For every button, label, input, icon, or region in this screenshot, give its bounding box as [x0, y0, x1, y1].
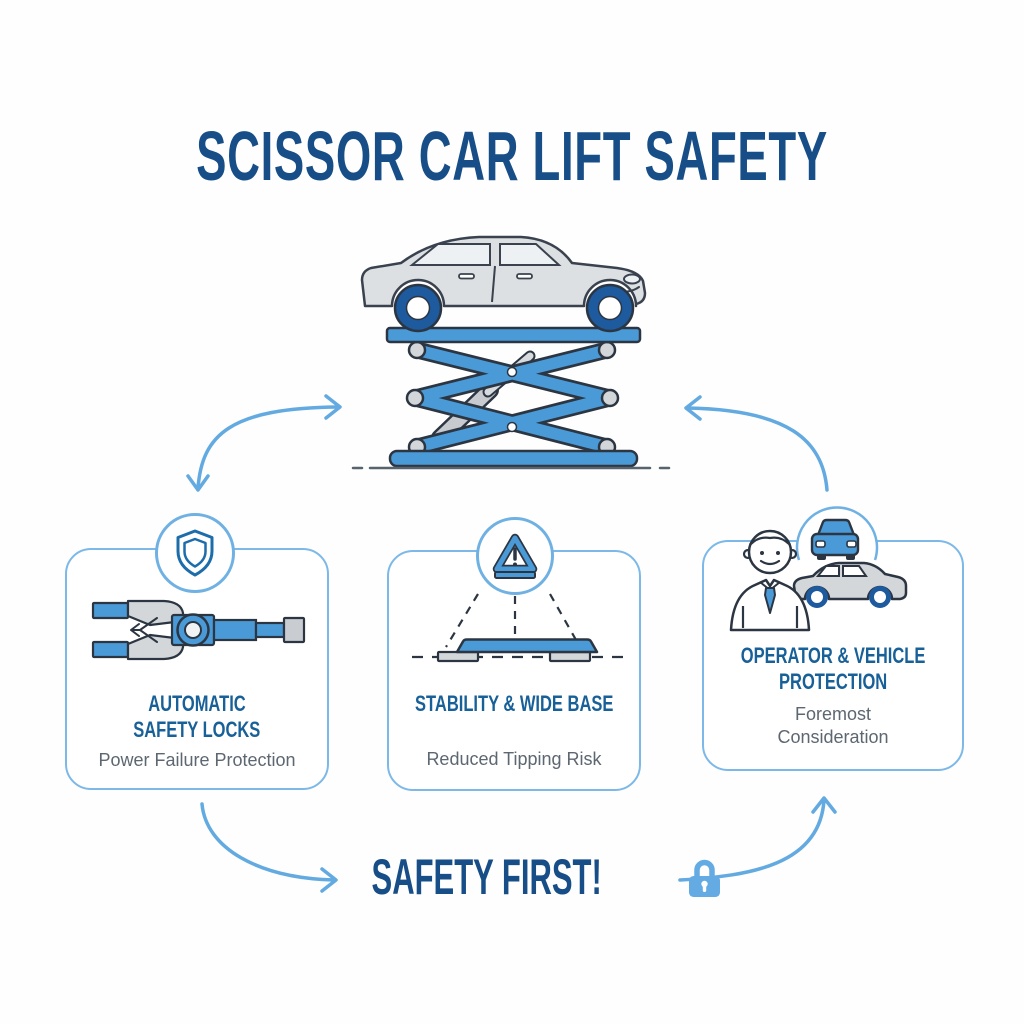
tie [764, 587, 776, 614]
halo-arc [795, 506, 879, 561]
footer-banner: SAFETY FIRST! [0, 848, 1024, 906]
card-heading-line: PROTECTION [778, 669, 888, 694]
vehicle-front-icon [810, 518, 860, 560]
operator-vehicle-illustration [729, 506, 908, 632]
release-arrow-icon [130, 617, 158, 643]
curved-arrow-locks-to-safety-icon [200, 802, 338, 893]
shield-icon [176, 529, 214, 577]
warning-badge [476, 517, 554, 595]
lock-icon [689, 859, 721, 897]
curved-arrow-protection-to-lift-icon [684, 395, 829, 492]
stability-base-icon [412, 593, 628, 663]
card-heading-line: STABILITY & WIDE BASE [414, 691, 614, 716]
stability-guide-lines [445, 593, 581, 648]
scissor-lift-illustration [351, 235, 671, 470]
card-subtext: Foremost [794, 704, 872, 724]
card-subtext: Consideration [777, 727, 889, 747]
card-subtext: Power Failure Protection [98, 750, 296, 770]
scissor-arms-icon [405, 340, 620, 457]
curved-arrow-lift-to-locks-icon [186, 394, 342, 492]
lifted-car-icon [360, 235, 647, 333]
lift-platform [385, 326, 642, 344]
vehicle-side-icon [792, 561, 908, 608]
warning-triangle-icon [492, 533, 538, 579]
card-heading-line: SAFETY LOCKS [133, 717, 261, 742]
shield-badge [155, 513, 235, 593]
card-heading-line: AUTOMATIC [148, 691, 246, 716]
card-subtext: Reduced Tipping Risk [426, 749, 602, 769]
card-heading-line: OPERATOR & VEHICLE [740, 643, 926, 668]
page-title: SCISSOR CAR LIFT SAFETY [0, 116, 1024, 196]
operator-icon [729, 529, 811, 632]
safety-lock-mechanism-icon [91, 599, 306, 661]
page-title-text: SCISSOR CAR LIFT SAFETY [196, 117, 828, 195]
lift-base [388, 449, 639, 468]
safety-first-label: SAFETY FIRST! [371, 849, 602, 905]
